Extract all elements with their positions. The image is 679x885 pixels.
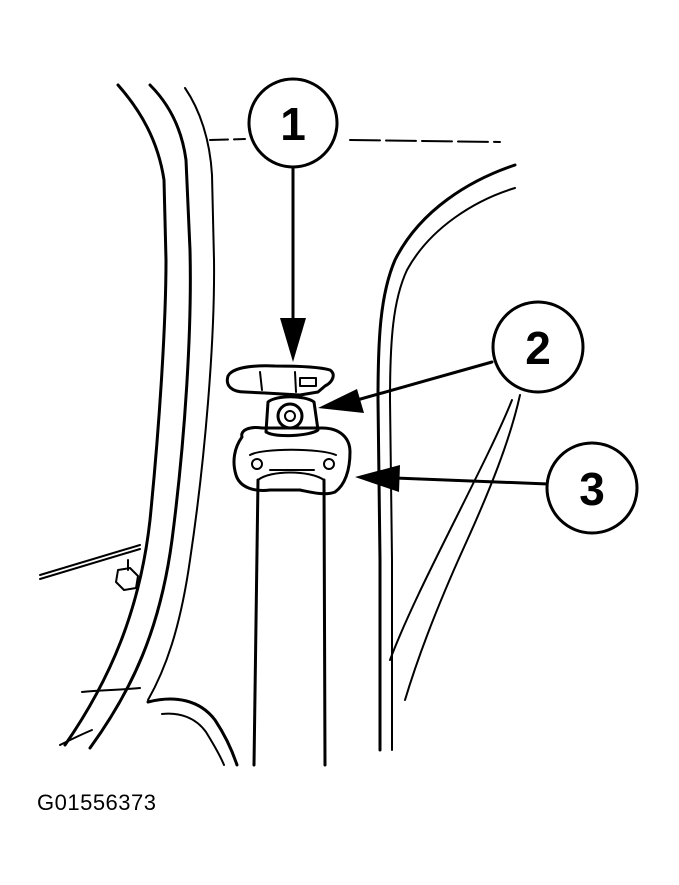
figure-id: G01556373 — [37, 790, 157, 815]
trim-clip — [39, 544, 141, 591]
callout-1: 1 — [247, 77, 339, 169]
leader-arrow-2 — [318, 360, 494, 413]
d-ring-anchor — [232, 426, 352, 496]
callout-3-label: 3 — [579, 463, 605, 515]
lower-trim-curve — [146, 697, 239, 767]
callout-2-label: 2 — [525, 322, 551, 374]
anchor-cover — [225, 364, 335, 397]
seat-belt-webbing — [252, 471, 327, 767]
pillar-trim-outline — [59, 83, 216, 750]
leader-arrow-3 — [355, 465, 550, 492]
door-frame-outline — [376, 163, 521, 752]
leader-arrow-1 — [280, 166, 306, 362]
callout-3: 3 — [545, 441, 639, 535]
callout-1-label: 1 — [280, 98, 306, 150]
callout-2: 2 — [491, 300, 585, 394]
reference-line — [209, 138, 501, 143]
anchor-bolt — [264, 395, 320, 438]
